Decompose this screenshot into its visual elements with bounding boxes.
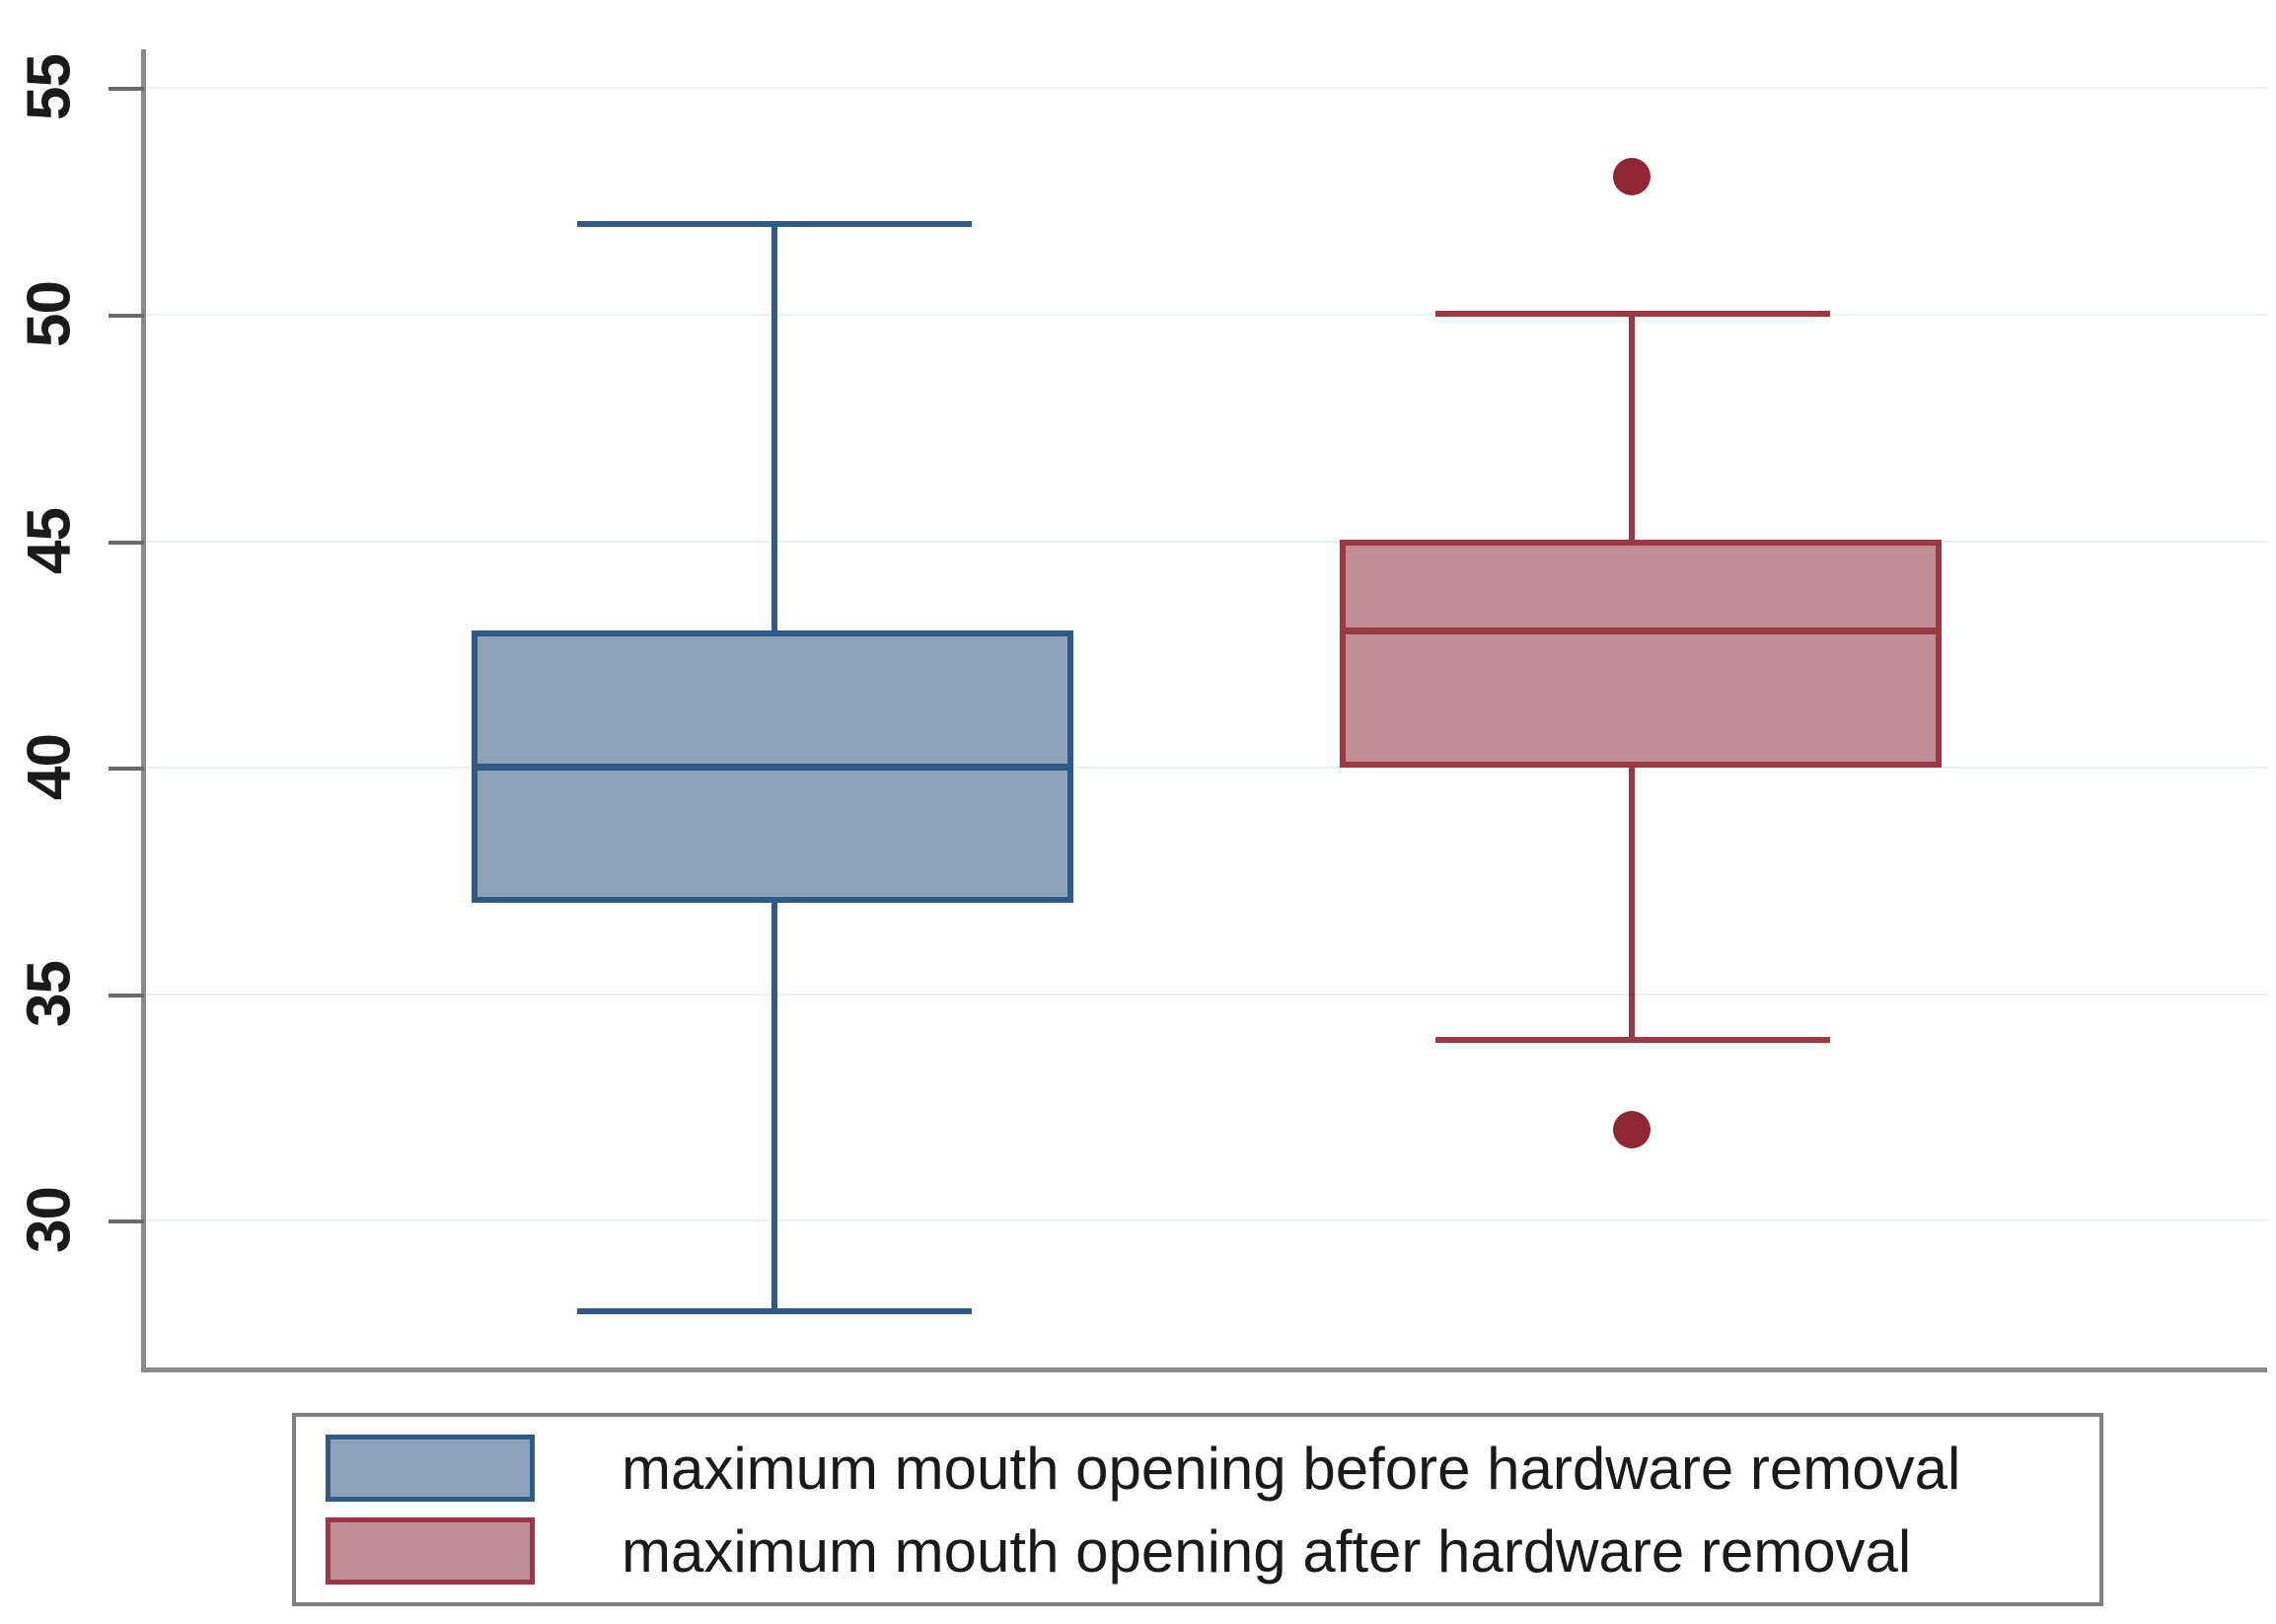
whisker-cap-lower-before <box>577 1308 972 1314</box>
y-tick-label-30: 30 <box>15 1187 84 1253</box>
y-tick-50 <box>109 314 144 318</box>
median-line-after <box>1340 627 1942 634</box>
chart-legend: maximum mouth opening before hardware re… <box>292 1413 2103 1606</box>
y-tick-45 <box>109 541 144 545</box>
whisker-upper-before <box>771 222 777 630</box>
whisker-lower-before <box>771 902 777 1310</box>
gridline-45 <box>146 541 2267 543</box>
gridline-55 <box>146 87 2267 89</box>
median-line-before <box>472 764 1073 771</box>
y-tick-55 <box>109 87 144 91</box>
y-tick-label-50: 50 <box>15 281 84 347</box>
gridline-35 <box>146 994 2267 996</box>
y-tick-label-40: 40 <box>15 734 84 800</box>
outlier-point-low-after[interactable] <box>1613 1111 1651 1148</box>
gridline-40 <box>146 767 2267 769</box>
box-after <box>1340 540 1942 768</box>
outlier-point-high-after[interactable] <box>1613 158 1651 195</box>
y-tick-label-35: 35 <box>15 961 84 1027</box>
y-tick-30 <box>109 1219 144 1223</box>
gridline-30 <box>146 1219 2267 1221</box>
whisker-upper-after <box>1629 312 1635 541</box>
x-axis-line <box>141 1367 2267 1372</box>
y-tick-35 <box>109 994 144 997</box>
y-axis-line <box>141 49 146 1371</box>
legend-label-before: maximum mouth opening before hardware re… <box>622 1435 1961 1502</box>
legend-swatch-before <box>326 1435 535 1502</box>
y-tick-40 <box>109 767 144 771</box>
y-tick-label-45: 45 <box>15 508 84 574</box>
gridline-50 <box>146 314 2267 316</box>
legend-item-before[interactable]: maximum mouth opening before hardware re… <box>326 1432 2099 1505</box>
legend-item-after[interactable]: maximum mouth opening after hardware rem… <box>326 1514 2099 1587</box>
plot-area: 55 50 45 40 35 30 <box>15 49 2267 1372</box>
whisker-lower-after <box>1629 767 1635 1039</box>
y-tick-label-55: 55 <box>15 54 84 120</box>
legend-swatch-after <box>326 1517 535 1585</box>
whisker-cap-lower-after <box>1435 1037 1830 1043</box>
legend-label-after: maximum mouth opening after hardware rem… <box>622 1517 1912 1585</box>
